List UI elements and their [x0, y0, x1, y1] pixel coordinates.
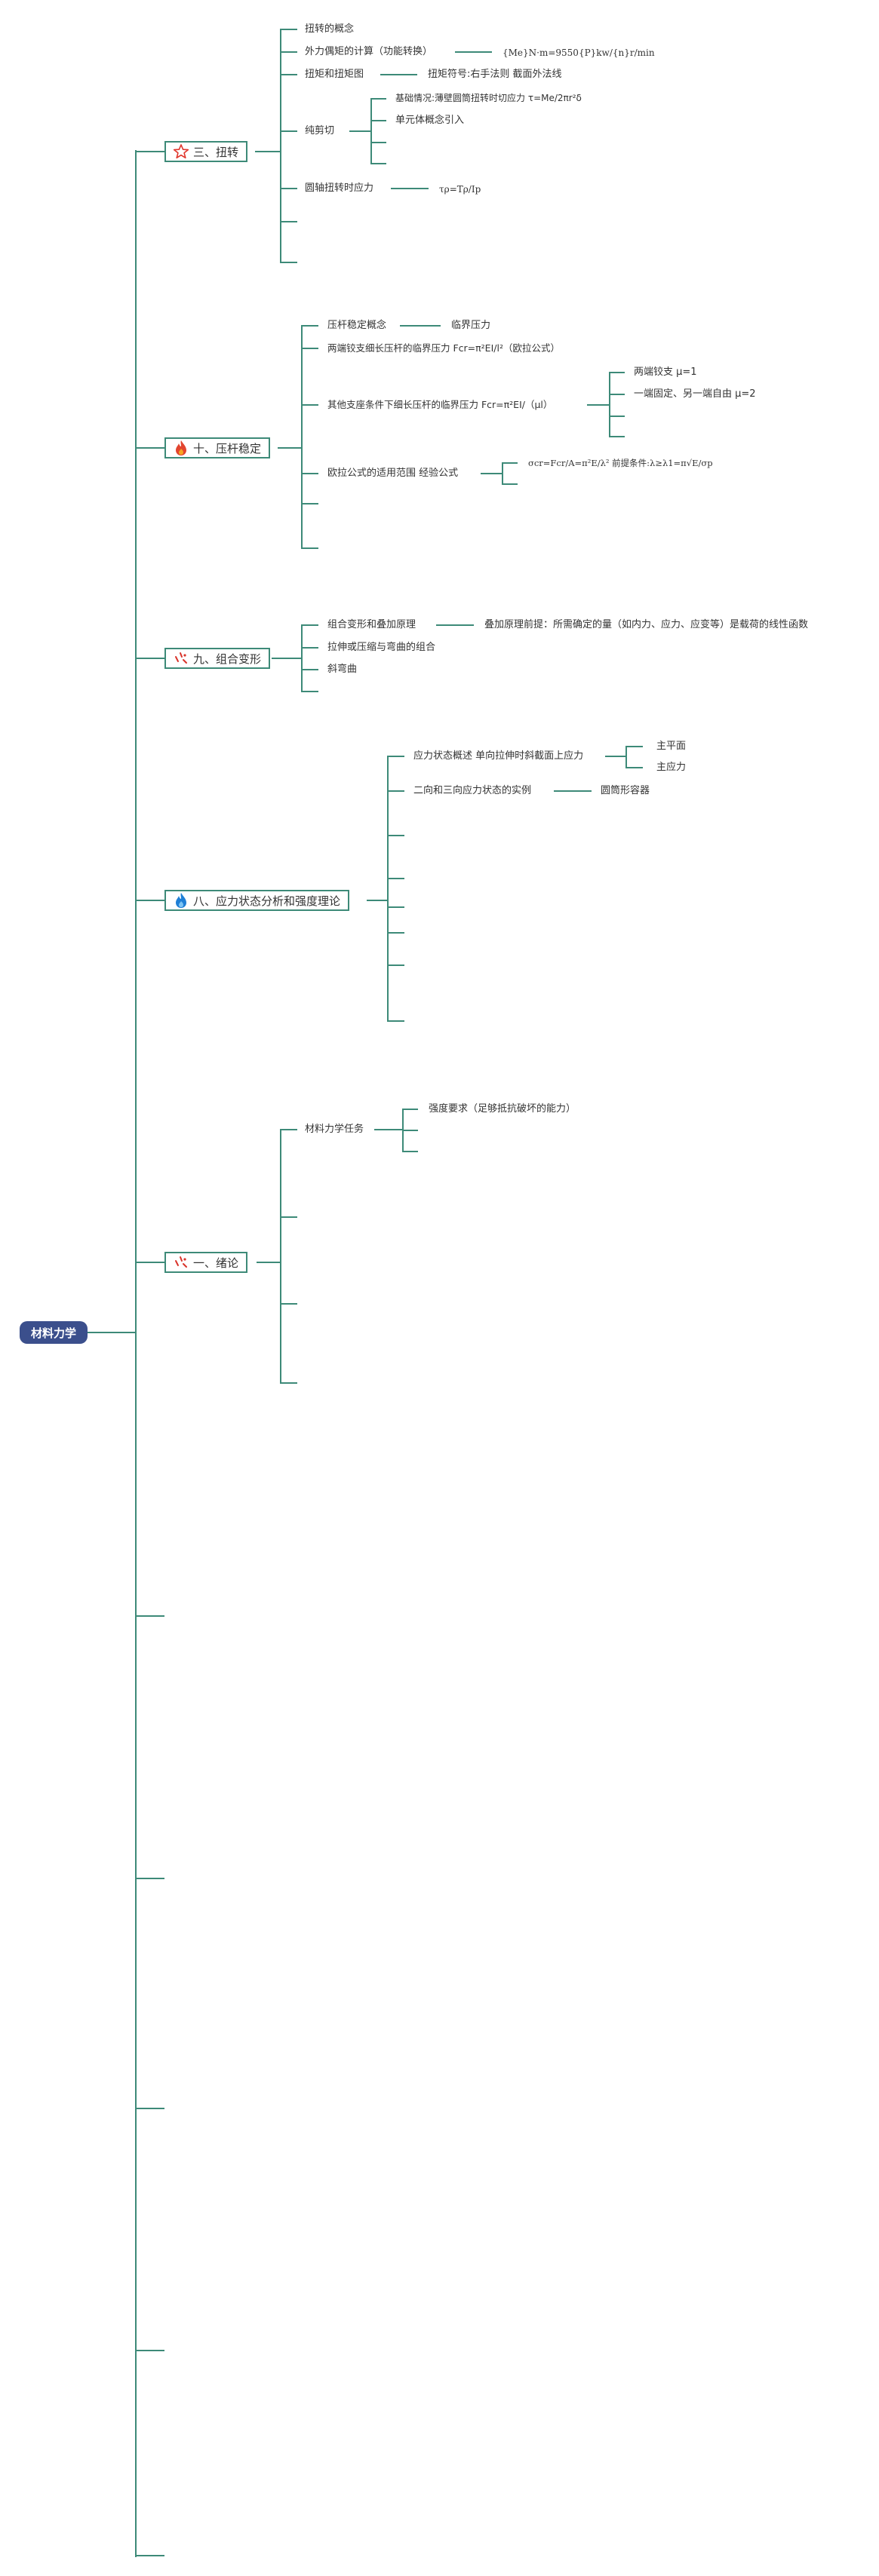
- sparkle-red-icon: [172, 650, 190, 667]
- node-superposition[interactable]: 组合变形和叠加原理: [327, 619, 416, 630]
- node-principal-stress[interactable]: 主应力: [656, 762, 687, 773]
- node-pure-shear[interactable]: 纯剪切: [305, 125, 335, 136]
- branch-combined-label: 九、组合变形: [193, 652, 262, 666]
- node-critical-force[interactable]: 临界压力: [451, 320, 491, 331]
- node-torque-sign[interactable]: 扭矩符号:右手法则 截面外法线: [428, 69, 562, 80]
- node-external-moment-formula[interactable]: {Me}N·m=9550{P}kw/{n}r/min: [503, 48, 655, 58]
- branch-combined[interactable]: 九、组合变形: [164, 648, 271, 669]
- node-external-moment[interactable]: 外力偶矩的计算（功能转换）: [305, 46, 433, 57]
- node-superposition-premise[interactable]: 叠加原理前提：所需确定的量（如内力、应力、应变等）是载荷的线性函数: [484, 619, 809, 630]
- node-thin-tube[interactable]: 基础情况:薄壁圆筒扭转时切应力 τ=Me/2πr²δ: [395, 93, 582, 103]
- branch-stability-label: 十、压杆稳定: [193, 441, 262, 455]
- sparkle-red-icon: [172, 1254, 190, 1271]
- branch-intro[interactable]: 一、绪论: [164, 1252, 248, 1273]
- fire-red-icon: [172, 440, 190, 456]
- branch-intro-label: 一、绪论: [193, 1256, 239, 1270]
- node-strength-requirement[interactable]: 强度要求（足够抵抗破坏的能力）: [429, 1103, 576, 1115]
- node-stress-overview[interactable]: 应力状态概述 单向拉伸时斜截面上应力: [413, 750, 584, 762]
- root-label: 材料力学: [30, 1326, 76, 1340]
- branch-stress-state-label: 八、应力状态分析和强度理论: [193, 894, 341, 908]
- node-pinned-critical[interactable]: 两端铰支细长压杆的临界压力 Fcr=π²EI/l²（欧拉公式）: [327, 342, 560, 354]
- node-mu2[interactable]: 一端固定、另一端自由 μ=2: [634, 388, 756, 400]
- fire-blue-icon: [172, 892, 190, 909]
- node-oblique-bending[interactable]: 斜弯曲: [327, 664, 358, 675]
- node-unit-body[interactable]: 单元体概念引入: [395, 115, 465, 126]
- node-mu1[interactable]: 两端铰支 μ=1: [634, 366, 697, 378]
- node-cylinder[interactable]: 圆筒形容器: [601, 785, 650, 796]
- branch-torsion-label: 三、扭转: [193, 145, 239, 159]
- node-tension-bending[interactable]: 拉伸或压缩与弯曲的组合: [327, 642, 436, 653]
- node-shaft-stress-formula[interactable]: τρ=Tρ/Ip: [439, 184, 481, 195]
- node-mechanics-task[interactable]: 材料力学任务: [305, 1124, 364, 1135]
- node-shaft-stress[interactable]: 圆轴扭转时应力: [305, 182, 374, 194]
- node-stability-concept[interactable]: 压杆稳定概念: [327, 320, 387, 331]
- node-other-supports[interactable]: 其他支座条件下细长压杆的临界压力 Fcr=π²EI/（μl）: [327, 399, 553, 410]
- node-euler-range[interactable]: 欧拉公式的适用范围 经验公式: [327, 468, 459, 479]
- branch-torsion[interactable]: 三、扭转: [164, 141, 248, 162]
- root-node[interactable]: 材料力学: [20, 1321, 88, 1344]
- branch-stability[interactable]: 十、压杆稳定: [164, 437, 271, 458]
- star-outline-icon: [172, 143, 190, 160]
- branch-stress-state[interactable]: 八、应力状态分析和强度理论: [164, 890, 350, 911]
- node-torsion-concept[interactable]: 扭转的概念: [305, 23, 355, 35]
- node-principal-plane[interactable]: 主平面: [656, 741, 687, 752]
- node-torque-diagram[interactable]: 扭矩和扭矩图: [305, 69, 364, 80]
- node-biaxial[interactable]: 二向和三向应力状态的实例: [413, 785, 532, 796]
- node-euler-range-formula[interactable]: σcr=Fcr/A=π²E/λ² 前提条件:λ≥λ1=π√E/σp: [528, 458, 713, 468]
